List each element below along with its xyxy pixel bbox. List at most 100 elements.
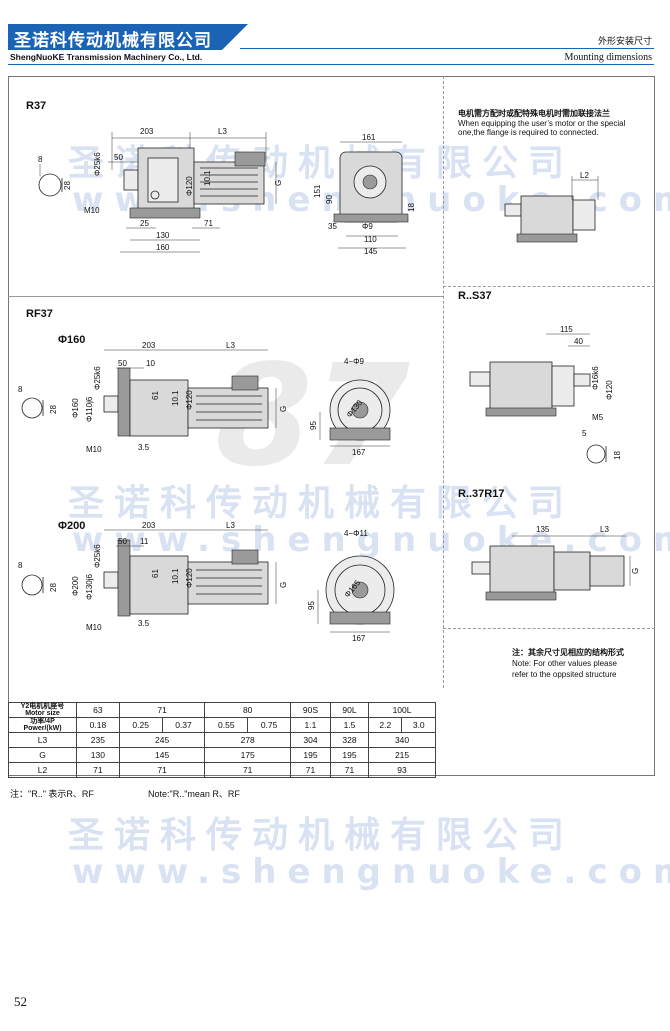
table-cell: 0.75 xyxy=(247,717,291,733)
rf200-dim-120: Φ120 xyxy=(185,568,194,588)
rf200-output-shaft xyxy=(103,571,119,589)
table-cell: 0.37 xyxy=(161,717,206,733)
separator-r37-rf37 xyxy=(8,296,443,297)
r37-shaft-key-circle xyxy=(38,173,62,197)
rf200-dim-L3: L3 xyxy=(226,521,235,530)
header-rule-bottom xyxy=(8,64,654,65)
rf200-dim-11: 11 xyxy=(140,537,149,546)
table-cell: 235 xyxy=(76,732,120,748)
company-name-en: ShengNuoKE Transmission Machinery Co., L… xyxy=(10,52,203,62)
table-row-L3: L3 235 245 278 304 328 340 xyxy=(8,732,436,748)
table-cell: 195 xyxy=(289,747,331,763)
rf200-dim-50: 50 xyxy=(118,537,127,546)
table-cell: 245 xyxy=(118,732,206,748)
table-cell: 93 xyxy=(368,762,436,778)
r37-dim-G: G xyxy=(274,180,283,186)
power-label-en: Power/(kW) xyxy=(23,725,62,732)
r37-dim-130: 130 xyxy=(156,231,170,240)
rf200-dim-203: 203 xyxy=(142,521,156,530)
table-cell: 71 xyxy=(204,762,291,778)
r37-dim-28: 28 xyxy=(63,181,72,190)
label-rs37: R..S37 xyxy=(458,290,492,302)
table-cell: 71 xyxy=(118,702,206,718)
table-cell: 90S xyxy=(289,702,331,718)
table-cell: 0.18 xyxy=(76,717,120,733)
row-label: L2 xyxy=(8,762,77,778)
rf200-dim-101: 10.1 xyxy=(171,568,180,584)
r37r17-dim-G: G xyxy=(631,568,640,574)
label-rf37: RF37 xyxy=(26,308,53,320)
label-r37r17: R..37R17 xyxy=(458,488,505,500)
r37-end-dim-18: 18 xyxy=(407,203,416,212)
r37-end-dim-110: 110 xyxy=(364,235,377,244)
rf160-end-view-base xyxy=(329,427,391,441)
rf160-dim-L3: L3 xyxy=(226,341,235,350)
flange-dim-L2: L2 xyxy=(580,171,589,180)
table-row-motor-size: Y2电机机座号 Motor size 63 71 80 90S 90L 100L xyxy=(8,702,436,718)
table-cell: 80 xyxy=(204,702,291,718)
table-cell: 63 xyxy=(76,702,120,718)
rf200-dim-25k6: Φ25k6 xyxy=(93,544,102,568)
rf160-dim-28: 28 xyxy=(49,405,58,414)
rf160-dim-61: 61 xyxy=(151,391,160,400)
r37-output-shaft xyxy=(123,169,139,191)
r37-end-dim-9: Φ9 xyxy=(362,222,373,231)
rs37-dim-18: 18 xyxy=(613,451,622,460)
flange-note-cn: 电机需方配时或配特殊电机时需加联接法兰 xyxy=(458,109,610,118)
other-note-en-2: refer to the oppsited structure xyxy=(512,670,617,679)
rs37-input-adapter xyxy=(551,365,575,407)
r37-dim-203: 203 xyxy=(140,127,154,136)
table-cell: 3.0 xyxy=(401,717,436,733)
label-r37: R37 xyxy=(26,100,47,112)
r37-dim-25: 25 xyxy=(140,219,149,228)
rf200-dim-8: 8 xyxy=(18,561,23,570)
rs37-dim-115: 115 xyxy=(560,325,573,334)
rf200-flange-plate xyxy=(117,539,131,617)
table-row-power: 功率/4P Power/(kW) 0.18 0.25 0.37 0.55 0.7… xyxy=(8,717,436,733)
r37-dim-L3: L3 xyxy=(218,127,227,136)
r37-dim-120: Φ120 xyxy=(185,176,194,196)
rf160-output-shaft xyxy=(103,395,119,413)
power-label-cn: 功率/4P xyxy=(30,718,55,725)
flange-note-en-1: When equipping the user’s motor or the s… xyxy=(458,119,626,128)
spec-table: Y2电机机座号 Motor size 63 71 80 90S 90L 100L… xyxy=(8,702,436,778)
rf160-flange-plate xyxy=(117,367,131,437)
table-cell: 1.1 xyxy=(289,717,331,733)
rf160-dim-101: 10.1 xyxy=(171,390,180,406)
r37r17-motor xyxy=(589,555,625,587)
rs37-dim-40: 40 xyxy=(574,337,583,346)
power-label: 功率/4P Power/(kW) xyxy=(8,717,77,733)
table-cell: 1.5 xyxy=(329,717,370,733)
flange-gear-housing xyxy=(520,195,574,239)
r37-end-dim-145: 145 xyxy=(364,247,378,256)
table-cell: 0.55 xyxy=(204,717,249,733)
rf200-dim-61: 61 xyxy=(151,569,160,578)
rf160-dim-35: 3.5 xyxy=(138,443,150,452)
r37-dim-m10: M10 xyxy=(84,206,100,215)
header-rule xyxy=(240,48,654,49)
rf200-dim-95: 95 xyxy=(307,601,316,610)
rf200-dim-130j6: Φ130j6 xyxy=(85,573,94,600)
table-row-L2: L2 71 71 71 71 71 93 xyxy=(8,762,436,778)
rf200-dim-35: 3.5 xyxy=(138,619,150,628)
rf160-dim-203: 203 xyxy=(142,341,156,350)
rf200-dim-28: 28 xyxy=(49,583,58,592)
rf200-dim-167: 167 xyxy=(352,634,366,643)
watermark-cn-2: 圣诺科传动机械有限公司 xyxy=(68,483,575,524)
table-cell: 71 xyxy=(76,762,120,778)
watermark-en-3: www.shengnuoke.com xyxy=(72,852,670,892)
rf160-dim-8: 8 xyxy=(18,385,23,394)
rf160-dim-50: 50 xyxy=(118,359,127,368)
label-phi160: Φ160 xyxy=(58,334,86,346)
flange-output-shaft xyxy=(504,203,522,217)
rs37-dim-m5: M5 xyxy=(592,413,604,422)
motor-size-label-cn: Y2电机机座号 xyxy=(20,703,65,710)
rf160-dim-167: 167 xyxy=(352,448,366,457)
rf200-motor xyxy=(187,561,269,605)
r37-end-dim-151: 151 xyxy=(313,184,322,198)
table-cell: 100L xyxy=(368,702,436,718)
r37-end-dim-35: 35 xyxy=(328,222,337,231)
separator-r37r17-note xyxy=(443,628,655,629)
table-row-G: G 130 145 175 195 195 215 xyxy=(8,747,436,763)
